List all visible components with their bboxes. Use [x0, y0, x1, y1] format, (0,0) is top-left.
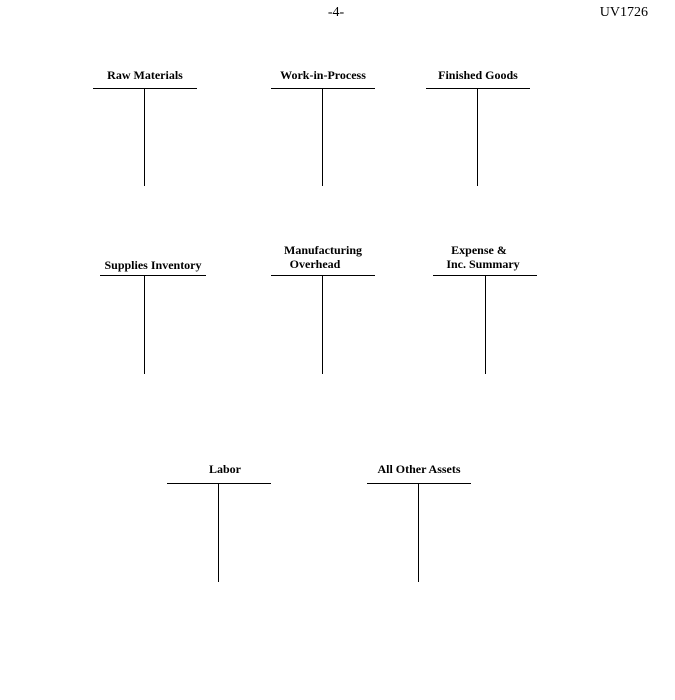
account-top-line	[271, 88, 375, 89]
account-divider-line	[144, 88, 145, 186]
account-label: Supplies Inventory	[104, 258, 202, 272]
page-number: -4-	[327, 5, 345, 20]
account-divider-line	[485, 275, 486, 374]
account-label-line-2: Overhead	[289, 257, 341, 271]
account-label: Work-in-Process	[280, 68, 366, 82]
document-code: UV1726	[599, 5, 648, 20]
t-account-all-other-assets: All Other Assets	[367, 460, 471, 584]
account-label: Raw Materials	[107, 68, 183, 82]
t-account-finished-goods: Finished Goods	[426, 66, 530, 188]
account-label: All Other Assets	[377, 462, 461, 476]
account-top-line	[426, 88, 530, 89]
t-account-manufacturing-overhead: Manufacturing Overhead	[271, 240, 375, 376]
t-account-expense-income-summary: Expense & Inc. Summary	[433, 240, 537, 376]
account-divider-line	[144, 275, 145, 374]
account-divider-line	[218, 483, 219, 582]
account-top-line	[167, 483, 271, 484]
account-top-line	[271, 275, 375, 276]
account-label-line-1: Manufacturing	[284, 243, 362, 257]
account-label: Finished Goods	[438, 68, 518, 82]
account-divider-line	[322, 275, 323, 374]
account-label: Labor	[208, 462, 241, 476]
t-account-raw-materials: Raw Materials	[93, 66, 197, 188]
account-top-line	[93, 88, 197, 89]
t-account-labor: Labor	[167, 460, 271, 584]
account-divider-line	[477, 88, 478, 186]
t-account-work-in-process: Work-in-Process	[271, 66, 375, 188]
t-account-supplies-inventory: Supplies Inventory	[100, 240, 206, 376]
account-label-line-1: Expense &	[451, 243, 507, 257]
account-divider-line	[322, 88, 323, 186]
account-label-line-2: Inc. Summary	[446, 257, 520, 271]
account-divider-line	[418, 483, 419, 582]
account-top-line	[100, 275, 206, 276]
account-top-line	[367, 483, 471, 484]
